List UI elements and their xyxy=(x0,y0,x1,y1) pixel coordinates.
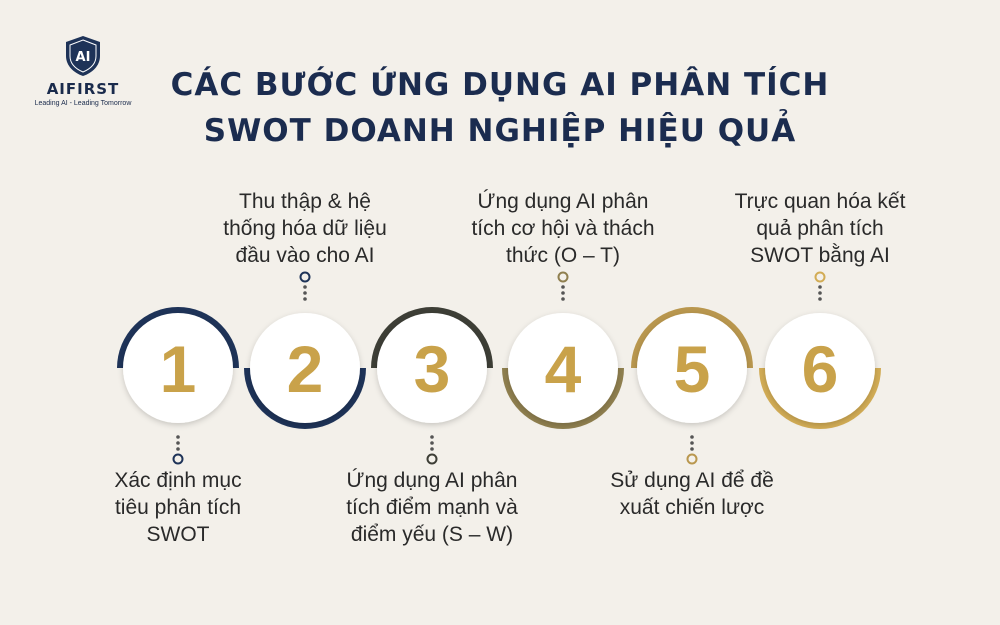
step-4-label: Ứng dụng AI phân tích cơ hội và thách thức… xyxy=(468,188,658,269)
step-number: 3 xyxy=(414,332,451,406)
step-1: 1 xyxy=(117,307,239,465)
title-line-1: CÁC BƯỚC ỨNG DỤNG AI PHÂN TÍCH xyxy=(170,67,830,103)
connector-end xyxy=(814,271,826,283)
connector-end xyxy=(557,271,569,283)
label-line: Ứng dụng AI phân xyxy=(477,190,649,213)
step-disc xyxy=(637,313,747,423)
connector-dot xyxy=(303,297,307,301)
logo-mark: AI xyxy=(76,50,91,65)
connector-dot xyxy=(818,297,822,301)
label-line: xuất chiến lược xyxy=(619,496,765,519)
step-number: 4 xyxy=(545,332,582,406)
label-line: Trực quan hóa kết xyxy=(734,190,906,213)
connector-dot xyxy=(561,291,565,295)
label-line: Thu thập & hệ xyxy=(239,190,371,213)
connector-dot xyxy=(176,435,180,439)
connector-dot xyxy=(690,435,694,439)
step-number: 2 xyxy=(287,332,324,406)
label-line: điểm yếu (S – W) xyxy=(350,523,514,546)
connector-dot xyxy=(430,435,434,439)
label-line: quả phân tích xyxy=(756,217,884,240)
connector-dot xyxy=(818,291,822,295)
step-6: 6 xyxy=(759,271,881,429)
label-line: Sử dụng AI để đề xyxy=(610,469,774,492)
connector-end xyxy=(686,453,698,465)
logo: AI AIFIRST Leading AI - Leading Tomorrow xyxy=(28,34,138,107)
label-line: SWOT xyxy=(146,523,210,546)
connector-dot xyxy=(176,441,180,445)
connector-dot xyxy=(176,447,180,451)
connector-dot xyxy=(303,291,307,295)
connector-end xyxy=(172,453,184,465)
connector-end xyxy=(426,453,438,465)
connector-dot xyxy=(430,441,434,445)
label-line: SWOT bằng AI xyxy=(750,244,890,267)
label-line: thức (O – T) xyxy=(505,244,621,267)
step-number: 1 xyxy=(160,332,197,406)
step-2: 2 xyxy=(244,271,366,429)
connector-dot xyxy=(818,285,822,289)
step-number: 6 xyxy=(802,332,839,406)
logo-name: AIFIRST xyxy=(46,80,120,98)
label-line: tích điểm mạnh và xyxy=(346,496,518,519)
connector-dot xyxy=(430,447,434,451)
connector-dot xyxy=(303,285,307,289)
step-3: 3 xyxy=(371,307,493,465)
connector-dot xyxy=(690,441,694,445)
logo-tagline: Leading AI - Leading Tomorrow xyxy=(34,100,132,107)
step-disc xyxy=(508,313,618,423)
step-5-label: Sử dụng AI để đề xuất chiến lược xyxy=(597,467,787,521)
step-disc xyxy=(377,313,487,423)
step-4: 4 xyxy=(502,271,624,429)
connector-end xyxy=(299,271,311,283)
step-disc xyxy=(250,313,360,423)
connector-dot xyxy=(561,285,565,289)
step-disc xyxy=(765,313,875,423)
label-line: tích cơ hội và thách xyxy=(471,217,655,240)
page-title: CÁC BƯỚC ỨNG DỤNG AI PHÂN TÍCH SWOT DOAN… xyxy=(150,62,850,154)
connector-dot xyxy=(690,447,694,451)
label-line: Ứng dụng AI phân xyxy=(346,469,518,492)
step-3-label: Ứng dụng AI phân tích điểm mạnh và điểm yế… xyxy=(337,467,527,548)
step-number: 5 xyxy=(674,332,711,406)
title-line-2: SWOT DOANH NGHIỆP HIỆU QUẢ xyxy=(203,113,797,149)
label-line: Xác định mục xyxy=(114,469,242,492)
label-line: thống hóa dữ liệu xyxy=(223,217,387,240)
step-disc xyxy=(123,313,233,423)
label-line: đầu vào cho AI xyxy=(235,244,375,267)
shield-icon: AI xyxy=(66,36,100,76)
label-line: tiêu phân tích xyxy=(114,496,242,519)
step-2-label: Thu thập & hệ thống hóa dữ liệu đầu vào ch… xyxy=(210,188,400,269)
connector-dot xyxy=(561,297,565,301)
step-5: 5 xyxy=(631,307,753,465)
